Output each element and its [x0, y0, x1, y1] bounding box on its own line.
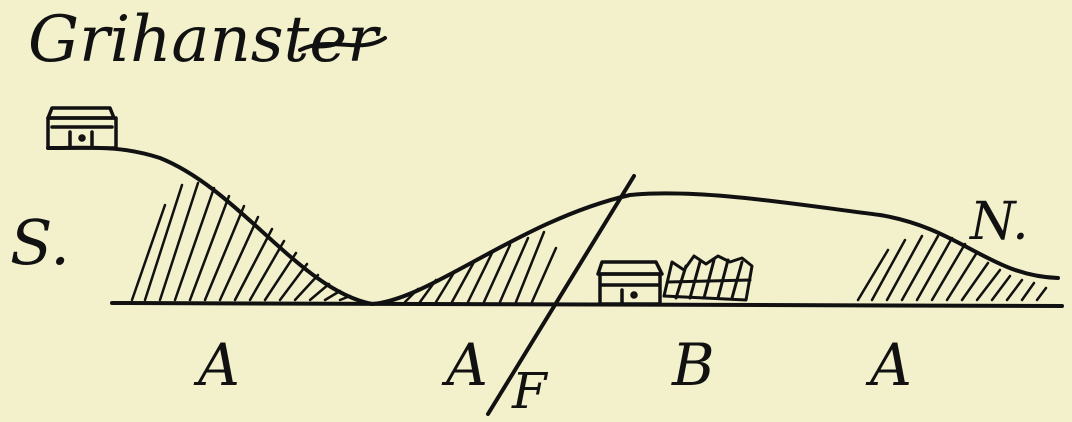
- terrain-profile: [46, 145, 1060, 306]
- fault-line: [486, 174, 636, 416]
- zone-label-a2: A: [446, 331, 488, 399]
- enclosure-block-icon: [662, 254, 754, 302]
- compass-south-label: S.: [10, 206, 70, 279]
- compass-north-label: N.: [970, 192, 1029, 252]
- hatch-zone-a3: [856, 234, 1048, 302]
- hilltop-building-icon: [46, 106, 118, 150]
- zone-label-b: B: [672, 331, 715, 399]
- valley-building-icon: [596, 260, 664, 306]
- hatch-zone-a1: [130, 181, 352, 302]
- hatch-zone-a2: [403, 230, 558, 304]
- section-title: Grihanster: [28, 3, 378, 77]
- baseline: [110, 301, 1064, 308]
- zone-label-a1: A: [198, 331, 240, 399]
- fault-label: F: [512, 362, 547, 420]
- zone-label-a3: A: [870, 331, 912, 399]
- title-flourish: [298, 36, 387, 52]
